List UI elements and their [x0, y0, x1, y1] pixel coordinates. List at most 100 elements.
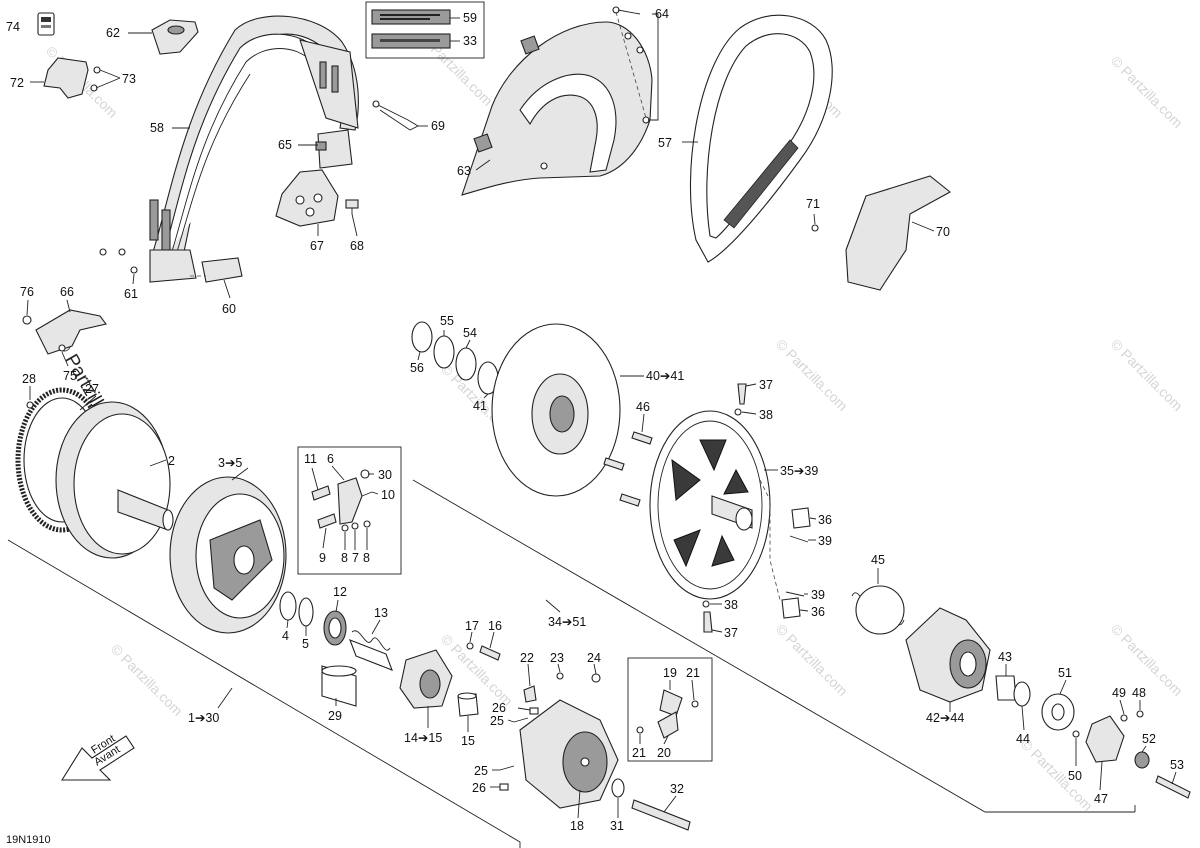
cover-fastener — [624, 32, 632, 40]
cover-18-hole — [580, 757, 590, 767]
callout-45: 45 — [871, 553, 885, 567]
spring-outline — [855, 585, 905, 635]
callout-75: 75 — [63, 369, 77, 383]
leader-36 — [799, 609, 809, 612]
screw-21 — [691, 700, 699, 708]
callout-39: 39 — [818, 534, 832, 548]
bolt-46 — [603, 457, 625, 471]
bolt-46 — [631, 431, 653, 445]
guard-rib — [161, 33, 321, 261]
callout-38: 38 — [724, 598, 738, 612]
part-58-belt-guard — [99, 15, 359, 283]
callout-64: 64 — [655, 7, 669, 21]
callout-24: 24 — [587, 651, 601, 665]
pin-10 — [361, 491, 373, 497]
part-66-bracket — [22, 309, 107, 355]
callout-35-39: 35➔39 — [780, 464, 818, 478]
callout-40-41: 40➔41 — [646, 369, 684, 383]
leader-37 — [711, 629, 723, 633]
guard-foot — [149, 249, 197, 283]
sticker-shape — [37, 12, 55, 36]
callout-46: 46 — [636, 400, 650, 414]
washer-23 — [556, 672, 564, 680]
bolt-head — [345, 199, 359, 209]
leader-18 — [577, 789, 581, 819]
leader-9 — [322, 527, 327, 549]
nut-24 — [591, 673, 601, 683]
bracket-body — [35, 309, 107, 355]
sheave-spoke — [699, 439, 727, 472]
callout-57: 57 — [658, 136, 672, 150]
washer-7 — [351, 522, 359, 530]
ring-5 — [298, 597, 314, 627]
cover-tab — [473, 133, 493, 153]
callout-labels: 74 62 72 73 58 61 60 59 33 69 65 67 68 6… — [6, 7, 1184, 833]
screw-25 — [499, 765, 515, 771]
callout-12: 12 — [333, 585, 347, 599]
bracket-body — [275, 169, 339, 227]
washer-49 — [1120, 714, 1128, 722]
callout-5: 5 — [302, 637, 309, 651]
callout-59: 59 — [463, 11, 477, 25]
spider-14-hub — [419, 669, 441, 699]
ring-44 — [1013, 681, 1031, 707]
leader-38 — [741, 411, 757, 415]
parts-drive-cover — [466, 642, 691, 831]
leader-75 — [61, 351, 69, 367]
callout-48: 48 — [1132, 686, 1146, 700]
leader-1-30 — [217, 687, 233, 709]
bolt-16 — [479, 645, 501, 661]
leader-lines — [26, 9, 1177, 819]
sticker-print — [41, 17, 51, 22]
leader-37 — [745, 383, 757, 387]
clip-body — [201, 257, 243, 283]
slider-36 — [781, 597, 801, 619]
callout-33: 33 — [463, 34, 477, 48]
callout-63: 63 — [457, 164, 471, 178]
bushing-30 — [360, 469, 370, 479]
leader-52 — [1141, 745, 1147, 753]
callout-49: 49 — [1112, 686, 1126, 700]
sheave-spoke — [671, 458, 701, 501]
slider-36 — [791, 507, 811, 529]
callout-53: 53 — [1170, 758, 1184, 772]
watermark: © Partzilla.com — [1108, 53, 1186, 131]
cover-arch — [519, 73, 617, 173]
leader-17 — [469, 631, 473, 643]
bracket-hole — [305, 207, 315, 217]
leader-76 — [26, 299, 29, 316]
inset-frame — [297, 446, 402, 575]
spring-13-coils — [351, 630, 391, 651]
decal-59-print — [380, 18, 430, 20]
callout-26: 26 — [472, 781, 486, 795]
diagram-code: 19N1910 — [6, 834, 51, 846]
washer-56 — [411, 321, 433, 353]
callout-32: 32 — [670, 782, 684, 796]
sleeve-29-top — [321, 665, 357, 677]
cover-tab — [520, 35, 540, 55]
callout-61: 61 — [124, 287, 138, 301]
callout-27: 27 — [85, 382, 99, 396]
boundary-line-34-51 — [412, 479, 1135, 813]
washer-38 — [702, 600, 710, 608]
pad-26 — [499, 783, 509, 791]
guard-rear-panel — [299, 39, 359, 129]
callout-22: 22 — [520, 651, 534, 665]
callout-1-30: 1➔30 — [188, 711, 219, 725]
leader-44 — [1021, 705, 1025, 731]
sheave-spoke — [711, 534, 735, 567]
watermark: © Partzilla.com — [1018, 736, 1096, 814]
callout-18: 18 — [570, 819, 584, 833]
callout-65: 65 — [278, 138, 292, 152]
guard-slot — [161, 209, 171, 251]
screw-25 — [513, 717, 529, 723]
washer-52 — [1134, 751, 1150, 769]
bolt-37 — [737, 383, 747, 405]
watermark: © Partzilla.com — [438, 631, 516, 709]
leader-20 — [663, 735, 669, 745]
callout-42-44: 42➔44 — [926, 711, 964, 725]
guard-slot — [331, 65, 339, 93]
leader-53 — [1171, 771, 1177, 785]
leader-73 — [95, 77, 121, 89]
callout-36: 36 — [818, 513, 832, 527]
